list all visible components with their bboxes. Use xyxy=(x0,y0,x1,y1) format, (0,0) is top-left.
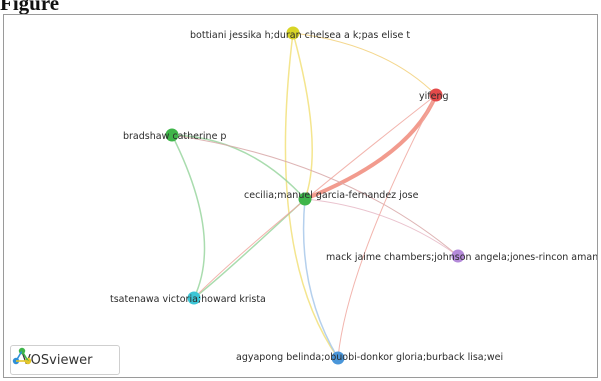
node-n6[interactable] xyxy=(331,351,345,365)
node-n2[interactable] xyxy=(429,88,443,102)
logo-text: VOSviewer xyxy=(22,352,93,368)
link-n3-n4[interactable] xyxy=(171,134,459,257)
figure-heading: Figure xyxy=(0,0,60,15)
vosviewer-logo: VOSviewer xyxy=(10,345,120,375)
node-n1[interactable] xyxy=(286,26,300,40)
node-label-n3[interactable]: bradshaw catherine p xyxy=(123,131,226,142)
vosviewer-logo-icon xyxy=(12,347,32,365)
network-canvas[interactable]: cecilia;manuel garcia-fernandez jose bott… xyxy=(3,14,598,378)
link-n1-n2[interactable] xyxy=(292,32,437,96)
link-n3-n5[interactable] xyxy=(171,134,206,299)
link-n1-n6[interactable] xyxy=(284,32,339,359)
node-n5[interactable] xyxy=(187,291,201,305)
link-n0-n5[interactable] xyxy=(193,198,306,299)
link-n2-n5[interactable] xyxy=(193,94,437,299)
node-n4[interactable] xyxy=(451,249,465,263)
network-graph[interactable]: cecilia;manuel garcia-fernandez jose bott… xyxy=(4,15,597,377)
link-n1-n0[interactable] xyxy=(292,32,313,200)
node-label-n2[interactable]: yifeng xyxy=(419,91,449,102)
node-label-n0[interactable]: cecilia;manuel garcia-fernandez jose xyxy=(244,190,419,201)
node-n0[interactable] xyxy=(298,192,312,206)
link-n3-n0[interactable] xyxy=(171,134,306,200)
node-label-n4[interactable]: mack jaime chambers;johnson angela;jones… xyxy=(326,252,597,263)
node-label-n5[interactable]: tsatenawa victoria;howard krista xyxy=(110,294,266,305)
node-label-n1[interactable]: bottiani jessika h;duran chelsea a k;pas… xyxy=(190,30,410,41)
link-n0-n6[interactable] xyxy=(302,198,339,359)
node-n3[interactable] xyxy=(165,128,179,142)
node-label-n6[interactable]: agyapong belinda;obuobi-donkor gloria;bu… xyxy=(236,352,503,363)
link-n0-n4[interactable] xyxy=(304,198,459,257)
link-n2-n6[interactable] xyxy=(337,94,437,359)
